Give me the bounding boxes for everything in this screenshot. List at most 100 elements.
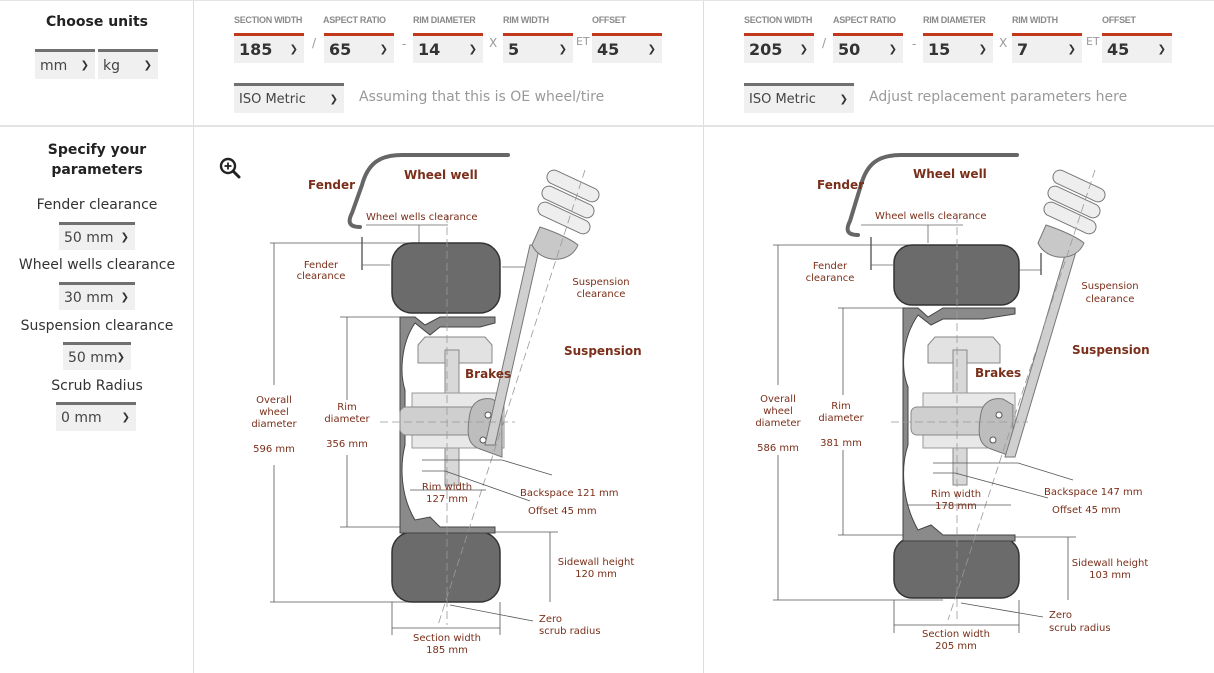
overall-diameter-label-1: Overall bbox=[256, 395, 292, 406]
section-width-label: Section width bbox=[413, 633, 481, 644]
rim-width-label: Rim width bbox=[422, 482, 472, 493]
right-standard-value: ISO Metric bbox=[749, 92, 816, 107]
section-width-value: 205 mm bbox=[935, 641, 977, 652]
length-unit-value: mm bbox=[40, 57, 68, 74]
separator-slash: / bbox=[312, 36, 317, 50]
left-aspect-ratio-select[interactable]: 65 ❯ bbox=[324, 33, 394, 63]
left-rim-diameter-select[interactable]: 14 ❯ bbox=[413, 33, 483, 63]
suspension-clearance-label-2: clearance bbox=[1086, 294, 1135, 305]
weight-unit-value: kg bbox=[103, 57, 120, 74]
scrub-label-2: scrub radius bbox=[539, 626, 601, 637]
fender-clearance-select[interactable]: 50 mm ❯ bbox=[59, 222, 135, 250]
tire-top bbox=[391, 242, 501, 314]
section-width-label: SECTION WIDTH bbox=[744, 15, 813, 25]
right-offset-select[interactable]: 45 ❯ bbox=[1102, 33, 1172, 63]
section-width-label: Section width bbox=[922, 629, 990, 640]
separator-x: X bbox=[999, 36, 1008, 50]
chevron-down-icon: ❯ bbox=[647, 43, 656, 55]
chevron-down-icon: ❯ bbox=[329, 93, 338, 105]
wheel-wells-clearance-value: 30 mm bbox=[64, 289, 114, 306]
suspension-clearance-select[interactable]: 50 mm ❯ bbox=[63, 342, 131, 370]
right-rim-diameter-select[interactable]: 15 ❯ bbox=[923, 33, 993, 63]
separator-dash: - bbox=[402, 37, 407, 51]
overall-diameter-value: 586 mm bbox=[757, 443, 799, 454]
separator-slash: / bbox=[822, 36, 827, 50]
suspension-label: Suspension bbox=[564, 344, 642, 358]
left-rim-diameter-value: 14 bbox=[418, 40, 441, 59]
left-wheel-diagram: Fender Wheel well Wheel wells clearance … bbox=[251, 153, 642, 656]
scrub-label-1: Zero bbox=[539, 614, 562, 625]
rim-diameter-value: 381 mm bbox=[820, 438, 862, 449]
chevron-down-icon: ❯ bbox=[143, 59, 152, 71]
separator-x: X bbox=[489, 36, 498, 50]
fender-shape bbox=[845, 153, 1019, 237]
suspension-clearance-value: 50 mm bbox=[68, 349, 118, 366]
params-title-line2: parameters bbox=[51, 162, 143, 178]
right-section-width-select[interactable]: 205 ❯ bbox=[744, 33, 814, 63]
rim-width-label: RIM WIDTH bbox=[1012, 15, 1058, 25]
weight-unit-select[interactable]: kg ❯ bbox=[98, 49, 158, 79]
chevron-down-icon: ❯ bbox=[468, 43, 477, 55]
left-rim-width-select[interactable]: 5 ❯ bbox=[503, 33, 573, 63]
fender-shape bbox=[347, 153, 510, 229]
params-title-line1: Specify your bbox=[47, 142, 147, 158]
suspension-clearance-label-1: Suspension bbox=[1081, 281, 1138, 292]
suspension-clearance-label: Suspension clearance bbox=[20, 318, 174, 334]
rim-profile bbox=[399, 316, 496, 534]
scrub-label-2: scrub radius bbox=[1049, 623, 1111, 634]
separator-et: ET bbox=[1086, 35, 1100, 48]
right-standard-select[interactable]: ISO Metric ❯ bbox=[744, 83, 854, 113]
right-hint: Adjust replacement parameters here bbox=[869, 89, 1128, 105]
separator-et: ET bbox=[576, 35, 590, 48]
rim-width-label: Rim width bbox=[931, 489, 981, 500]
left-hint: Assuming that this is OE wheel/tire bbox=[359, 89, 605, 105]
sidewall-value: 103 mm bbox=[1089, 570, 1131, 581]
left-standard-select[interactable]: ISO Metric ❯ bbox=[234, 83, 344, 113]
rim-profile bbox=[902, 307, 1016, 542]
left-offset-value: 45 bbox=[597, 40, 620, 59]
left-offset-select[interactable]: 45 ❯ bbox=[592, 33, 662, 63]
sidewall-value: 120 mm bbox=[575, 569, 617, 580]
tire-top bbox=[893, 244, 1020, 306]
right-wheel-diagram: Fender Wheel well Wheel wells clearance … bbox=[755, 153, 1150, 652]
zoom-in-icon[interactable] bbox=[219, 157, 241, 179]
spring-coil bbox=[1043, 201, 1097, 235]
right-rim-width-select[interactable]: 7 ❯ bbox=[1012, 33, 1082, 63]
left-section-width-select[interactable]: 185 ❯ bbox=[234, 33, 304, 63]
left-section-width-value: 185 bbox=[239, 40, 273, 59]
length-unit-select[interactable]: mm ❯ bbox=[35, 49, 95, 79]
chevron-down-icon: ❯ bbox=[1067, 43, 1076, 55]
fender-clearance-label-1: Fender bbox=[813, 261, 848, 272]
chevron-down-icon: ❯ bbox=[120, 231, 129, 243]
scrub-label-1: Zero bbox=[1049, 610, 1072, 621]
chevron-down-icon: ❯ bbox=[888, 43, 897, 55]
aspect-ratio-label: ASPECT RATIO bbox=[323, 15, 386, 25]
fender-clearance-value: 50 mm bbox=[64, 229, 114, 246]
spring-coil bbox=[537, 201, 591, 235]
strut-mount bbox=[1037, 224, 1085, 258]
steering-axis bbox=[437, 169, 586, 626]
scrub-radius-select[interactable]: 0 mm ❯ bbox=[56, 402, 136, 431]
divider bbox=[193, 0, 194, 673]
aspect-ratio-label: ASPECT RATIO bbox=[833, 15, 896, 25]
backspace-label: Backspace 121 mm bbox=[520, 488, 619, 499]
chevron-down-icon: ❯ bbox=[1157, 43, 1166, 55]
brakes-label: Brakes bbox=[465, 367, 511, 381]
offset-label: OFFSET bbox=[1102, 15, 1136, 25]
left-rim-width-value: 5 bbox=[508, 40, 520, 59]
suspension-clearance-label-2: clearance bbox=[577, 289, 626, 300]
rim-diameter-label: RIM DIAMETER bbox=[413, 15, 476, 25]
left-standard-value: ISO Metric bbox=[239, 92, 306, 107]
right-aspect-ratio-value: 50 bbox=[838, 40, 861, 59]
steering-axis bbox=[947, 169, 1096, 621]
fender-label: Fender bbox=[308, 178, 355, 192]
wheel-wells-clearance-select[interactable]: 30 mm ❯ bbox=[59, 282, 135, 310]
fender-clearance-label-1: Fender bbox=[304, 260, 339, 271]
right-aspect-ratio-select[interactable]: 50 ❯ bbox=[833, 33, 903, 63]
divider bbox=[703, 0, 704, 673]
overall-diameter-value: 596 mm bbox=[253, 444, 295, 455]
divider bbox=[0, 125, 1214, 127]
offset-label: OFFSET bbox=[592, 15, 626, 25]
overall-diameter-label-2: wheel bbox=[259, 407, 289, 418]
